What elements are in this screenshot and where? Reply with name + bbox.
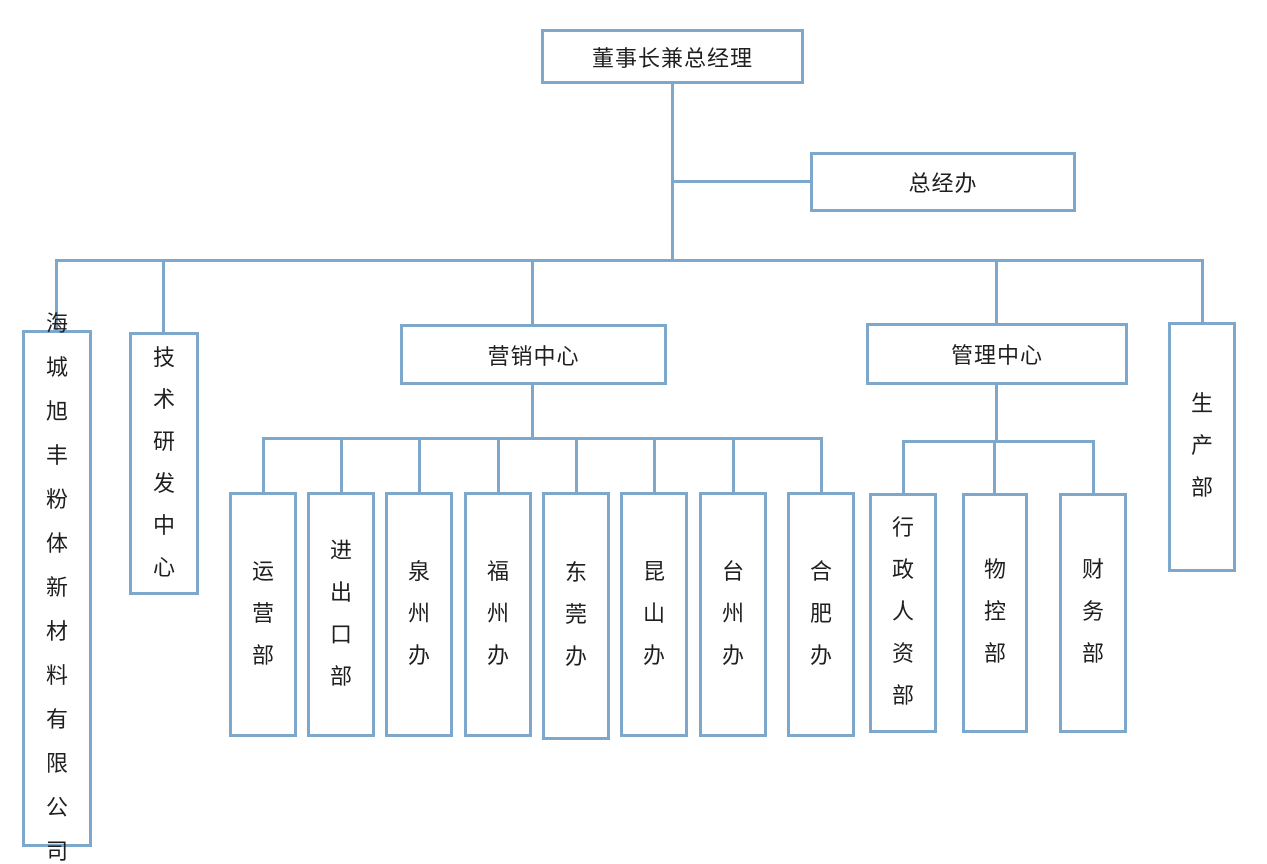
connector-drop-fuzhou — [497, 437, 500, 492]
node-quanzhou-office: 泉 州 办 — [385, 492, 453, 737]
connector-management-parent-drop — [995, 383, 998, 443]
connector-drop-operations — [262, 437, 265, 492]
node-import-export-dept: 进 出 口 部 — [307, 492, 375, 737]
connector-drop-hefei — [820, 437, 823, 492]
connector-marketing-bus — [262, 437, 823, 440]
connector-drop-company — [55, 259, 58, 330]
node-fuzhou-office: 福 州 办 — [464, 492, 532, 737]
connector-drop-taizhou — [732, 437, 735, 492]
connector-main-bus — [55, 259, 1204, 262]
connector-drop-management-center — [995, 259, 998, 323]
node-company: 海 城 旭 丰 粉 体 新 材 料 有 限 公 司 — [22, 312, 92, 864]
node-operations-dept: 运 营 部 — [229, 492, 297, 737]
connector-drop-dongguan — [575, 437, 578, 492]
node-chairman-gm: 董事长兼总经理 — [541, 29, 804, 84]
node-management-center: 管理中心 — [866, 323, 1128, 385]
node-marketing-center: 营销中心 — [400, 324, 667, 385]
node-hefei-office: 合 肥 办 — [787, 492, 855, 737]
connector-gm-office-link — [672, 180, 810, 183]
connector-marketing-parent-drop — [531, 383, 534, 440]
node-admin-hr-dept: 行 政 人 资 部 — [869, 493, 937, 733]
connector-drop-material-control — [993, 440, 996, 493]
connector-drop-tech-center — [162, 259, 165, 332]
connector-drop-finance — [1092, 440, 1095, 493]
connector-drop-kunshan — [653, 437, 656, 492]
node-dongguan-office: 东 莞 办 — [542, 492, 610, 740]
node-tech-rd-center: 技 术 研 发 中 心 — [129, 332, 199, 595]
node-gm-office: 总经办 — [810, 152, 1076, 212]
connector-drop-admin-hr — [902, 440, 905, 493]
connector-management-bus — [902, 440, 1095, 443]
connector-drop-quanzhou — [418, 437, 421, 492]
node-taizhou-office: 台 州 办 — [699, 492, 767, 737]
connector-drop-import-export — [340, 437, 343, 492]
connector-drop-marketing-center — [531, 259, 534, 324]
node-kunshan-office: 昆 山 办 — [620, 492, 688, 737]
node-finance-dept: 财 务 部 — [1059, 493, 1127, 733]
node-material-control-dept: 物 控 部 — [962, 493, 1028, 733]
connector-root-drop — [671, 84, 674, 262]
connector-drop-production-dept — [1201, 259, 1204, 322]
node-production-dept: 生 产 部 — [1168, 322, 1236, 572]
